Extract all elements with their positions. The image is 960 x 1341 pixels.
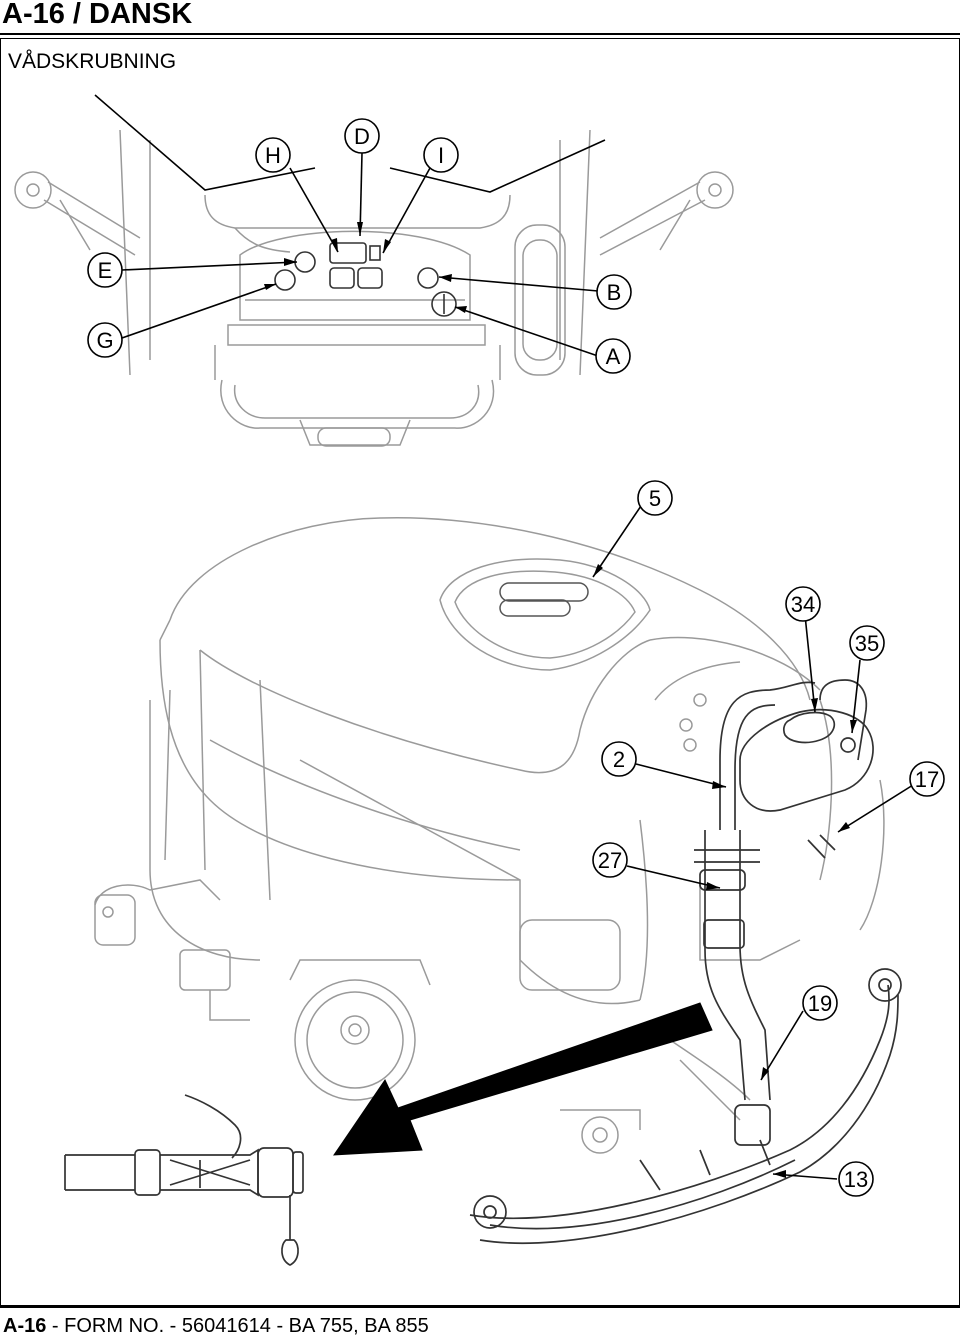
page-header: A-16 / DANSK — [0, 0, 960, 36]
callout-13: 13 — [844, 1167, 868, 1192]
callout-A: A — [606, 344, 621, 369]
machine-body-drawing — [94, 517, 885, 1154]
header-rule — [0, 33, 960, 35]
callout-H: H — [265, 143, 281, 168]
control-console-drawing — [14, 129, 734, 447]
footer-page-number: A-16 — [3, 1315, 47, 1337]
callout-D: D — [354, 124, 370, 149]
callout-34: 34 — [791, 592, 815, 617]
section-title: VÅDSKRUBNING — [8, 50, 177, 73]
callout-E: E — [98, 258, 113, 283]
callout-27: 27 — [598, 848, 622, 873]
callout-35: 35 — [855, 631, 879, 656]
callout-19: 19 — [808, 991, 832, 1016]
footer: A-16 - FORM NO. - 56041614 - BA 755, BA … — [3, 1315, 429, 1338]
callout-G: G — [96, 328, 113, 353]
page-title: A-16 / DANSK — [2, 0, 193, 30]
callout-5: 5 — [649, 486, 661, 511]
callout-B: B — [607, 280, 622, 305]
detail-arrow — [333, 1002, 713, 1156]
callout-2: 2 — [613, 747, 625, 772]
footer-form-info: - FORM NO. - 56041614 - BA 755, BA 855 — [46, 1315, 429, 1337]
callout-17: 17 — [915, 767, 939, 792]
callout-I: I — [438, 143, 444, 168]
footer-rule — [0, 1306, 960, 1308]
